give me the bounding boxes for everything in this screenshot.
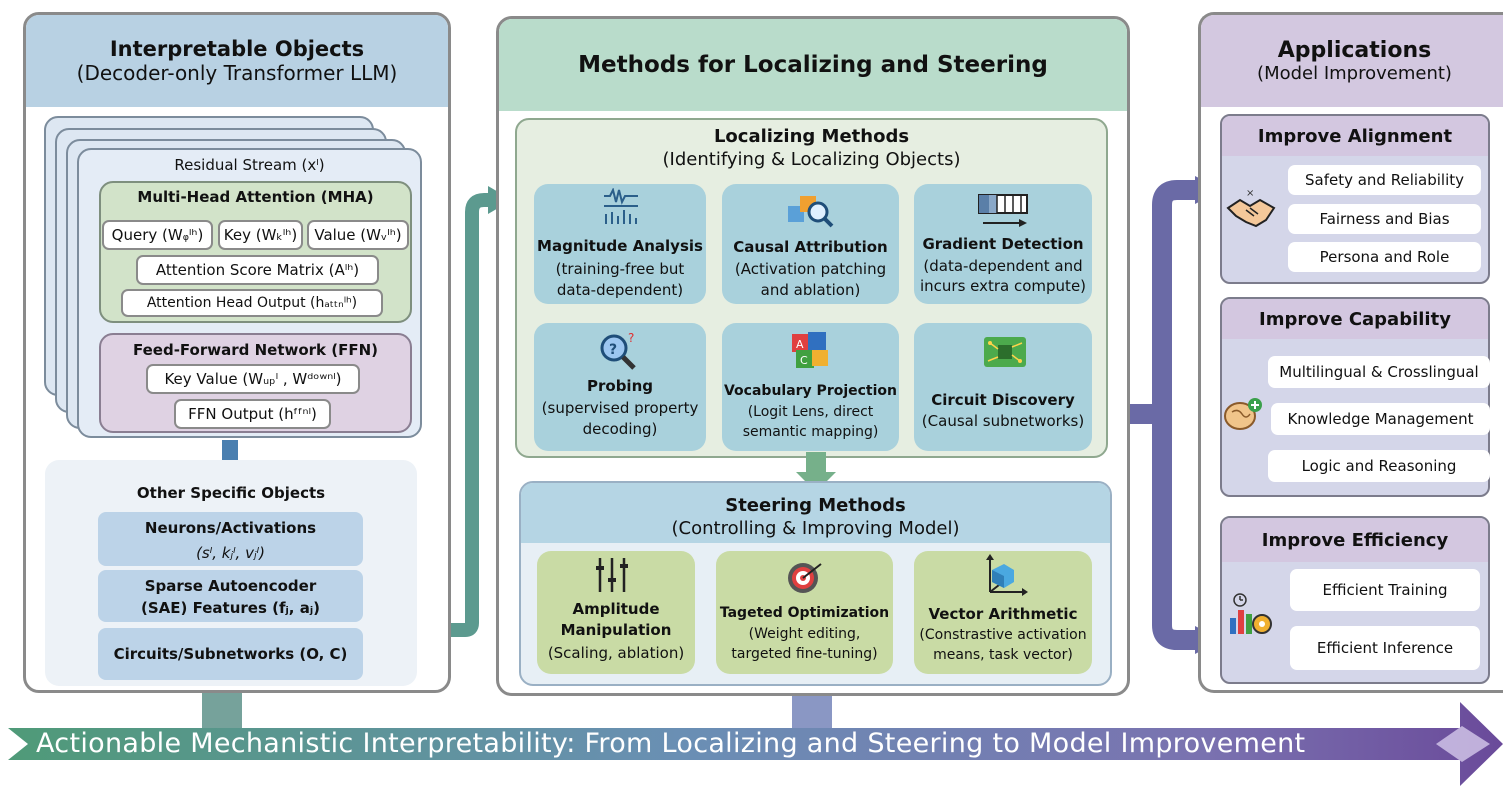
localizing-title: Localizing Methods — [713, 125, 910, 147]
targeted-optimization-desc-2: targeted fine-tuning) — [731, 646, 878, 662]
logic-reasoning-item: Logic and Reasoning — [1268, 450, 1490, 482]
fairness-bias-item: Fairness and Bias — [1288, 204, 1481, 234]
vector-arithmetic-desc-1: (Constrastive activation — [919, 627, 1087, 643]
improve-efficiency-title: Improve Efficiency — [1222, 518, 1488, 562]
gradient-detection-name: Gradient Detection — [922, 235, 1084, 253]
vocabulary-projection-desc-2: semantic mapping) — [742, 424, 879, 440]
magnitude-analysis-card — [534, 184, 706, 304]
sae-sub: (SAE) Features (fⱼ, aⱼ) — [141, 599, 320, 617]
neurons-box — [98, 512, 363, 566]
circuit-discovery-desc-1: (Causal subnetworks) — [921, 412, 1085, 430]
sae-box — [98, 570, 363, 622]
steering-subtitle: (Controlling & Improving Model) — [671, 517, 960, 539]
banner-arrow — [8, 702, 1503, 786]
ffn-title: Feed-Forward Network (FFN) — [132, 341, 379, 359]
targeted-optimization-name: Tageted Optimization — [719, 605, 890, 621]
steering-title: Steering Methods — [725, 494, 906, 516]
knowledge-management-item: Knowledge Management — [1271, 403, 1490, 435]
amplitude-desc: (Scaling, ablation) — [547, 644, 685, 662]
methods-header: Methods for Localizing and Steering — [499, 19, 1127, 111]
interpretable-objects-header: Interpretable Objects (Decoder-only Tran… — [26, 15, 448, 107]
sae-title: Sparse Autoencoder — [144, 577, 317, 595]
banner-text: Actionable Mechanistic Interpretability:… — [36, 728, 1306, 759]
causal-attribution-desc-1: (Activation patching — [734, 260, 887, 278]
magnifier-shapes-icon — [788, 196, 834, 228]
magnitude-analysis-desc-2: data-dependent) — [556, 281, 684, 299]
ffn-key-value-box: Key Value (Wᵤₚˡ , Wᵈᵒʷⁿˡ) — [146, 364, 360, 394]
gradient-detection-desc-1: (data-dependent and — [923, 257, 1083, 275]
other-objects-title: Other Specific Objects — [136, 484, 326, 502]
efficient-training-item: Efficient Training — [1290, 569, 1480, 611]
vocabulary-projection-desc-1: (Logit Lens, direct — [747, 404, 874, 420]
causal-attribution-desc-2: and ablation) — [760, 281, 861, 299]
vector-axes-icon — [986, 554, 1028, 596]
mha-title: Multi-Head Attention (MHA) — [137, 188, 374, 206]
sliders-icon — [596, 558, 628, 592]
applications-subtitle: (Model Improvement) — [1257, 63, 1452, 84]
probe-magnifier-icon: ?? — [600, 331, 636, 370]
localizing-subtitle: (Identifying & Localizing Objects) — [662, 148, 961, 170]
value-box: Value (Wᵥˡʰ) — [307, 220, 409, 250]
attention-score-box: Attention Score Matrix (Aˡʰ) — [136, 255, 379, 285]
gradient-bar-icon — [978, 194, 1028, 227]
panel-title: Interpretable Objects — [109, 37, 365, 61]
safety-reliability-item: Safety and Reliability — [1288, 165, 1481, 195]
applications-header: Applications (Model Improvement) — [1201, 15, 1503, 107]
brain-plus-icon — [1224, 398, 1262, 430]
vector-arithmetic-name: Vector Arithmetic — [928, 605, 1078, 623]
improve-alignment-title: Improve Alignment — [1222, 116, 1488, 156]
amplitude-manipulation-card — [537, 551, 695, 674]
amplitude-name-1: Amplitude — [572, 600, 660, 618]
attention-head-output-box: Attention Head Output (hₐₜₜₙˡʰ) — [121, 289, 383, 317]
ffn-output-box: FFN Output (hᶠᶠⁿˡ) — [174, 399, 331, 429]
panel-subtitle: (Decoder-only Transformer LLM) — [76, 61, 398, 85]
query-box: Query (Wᵩˡʰ) — [102, 220, 213, 250]
neurons-vars: (sˡ, kⱼˡ, vⱼˡ) — [196, 544, 265, 562]
waveform-icon — [604, 188, 638, 224]
circuit-board-icon — [984, 337, 1026, 367]
neurons-title: Neurons/Activations — [144, 519, 317, 537]
svg-text:×: × — [1246, 188, 1254, 199]
svg-text:C: C — [800, 354, 808, 367]
magnitude-analysis-name: Magnitude Analysis — [537, 237, 703, 255]
key-box: Key (Wₖˡʰ) — [218, 220, 303, 250]
persona-role-item: Persona and Role — [1288, 242, 1481, 272]
efficient-inference-item: Efficient Inference — [1290, 626, 1480, 670]
magnitude-analysis-desc-1: (training-free but — [555, 260, 685, 278]
circuit-discovery-name: Circuit Discovery — [931, 391, 1075, 409]
improve-capability-title: Improve Capability — [1222, 299, 1488, 339]
handshake-icon: × — [1226, 188, 1276, 228]
steering-header — [521, 483, 1110, 543]
methods-title: Methods for Localizing and Steering — [578, 52, 1048, 78]
abc-blocks-icon: AC — [792, 332, 828, 368]
applications-title: Applications — [1277, 38, 1432, 63]
svg-text:?: ? — [609, 342, 617, 358]
amplitude-name-2: Manipulation — [560, 621, 672, 639]
circuits-box: Circuits/Subnetworks (O, C) — [98, 628, 363, 680]
svg-text:?: ? — [628, 331, 634, 345]
probing-desc-1: (supervised property — [541, 399, 699, 417]
gradient-detection-desc-2: incurs extra compute) — [919, 277, 1087, 295]
target-gear-icon — [788, 563, 822, 593]
probing-desc-2: decoding) — [582, 420, 658, 438]
residual-stream-label: Residual Stream (xˡ) — [174, 156, 325, 174]
vocabulary-projection-name: Vocabulary Projection — [723, 383, 898, 399]
probing-name: Probing — [587, 377, 653, 395]
svg-text:A: A — [796, 338, 804, 351]
vector-arithmetic-desc-2: means, task vector) — [933, 647, 1073, 663]
efficiency-chart-icon — [1230, 593, 1272, 634]
causal-attribution-name: Causal Attribution — [733, 238, 888, 256]
multilingual-item: Multilingual & Crosslingual — [1268, 356, 1490, 388]
targeted-optimization-desc-1: (Weight editing, — [748, 626, 861, 642]
